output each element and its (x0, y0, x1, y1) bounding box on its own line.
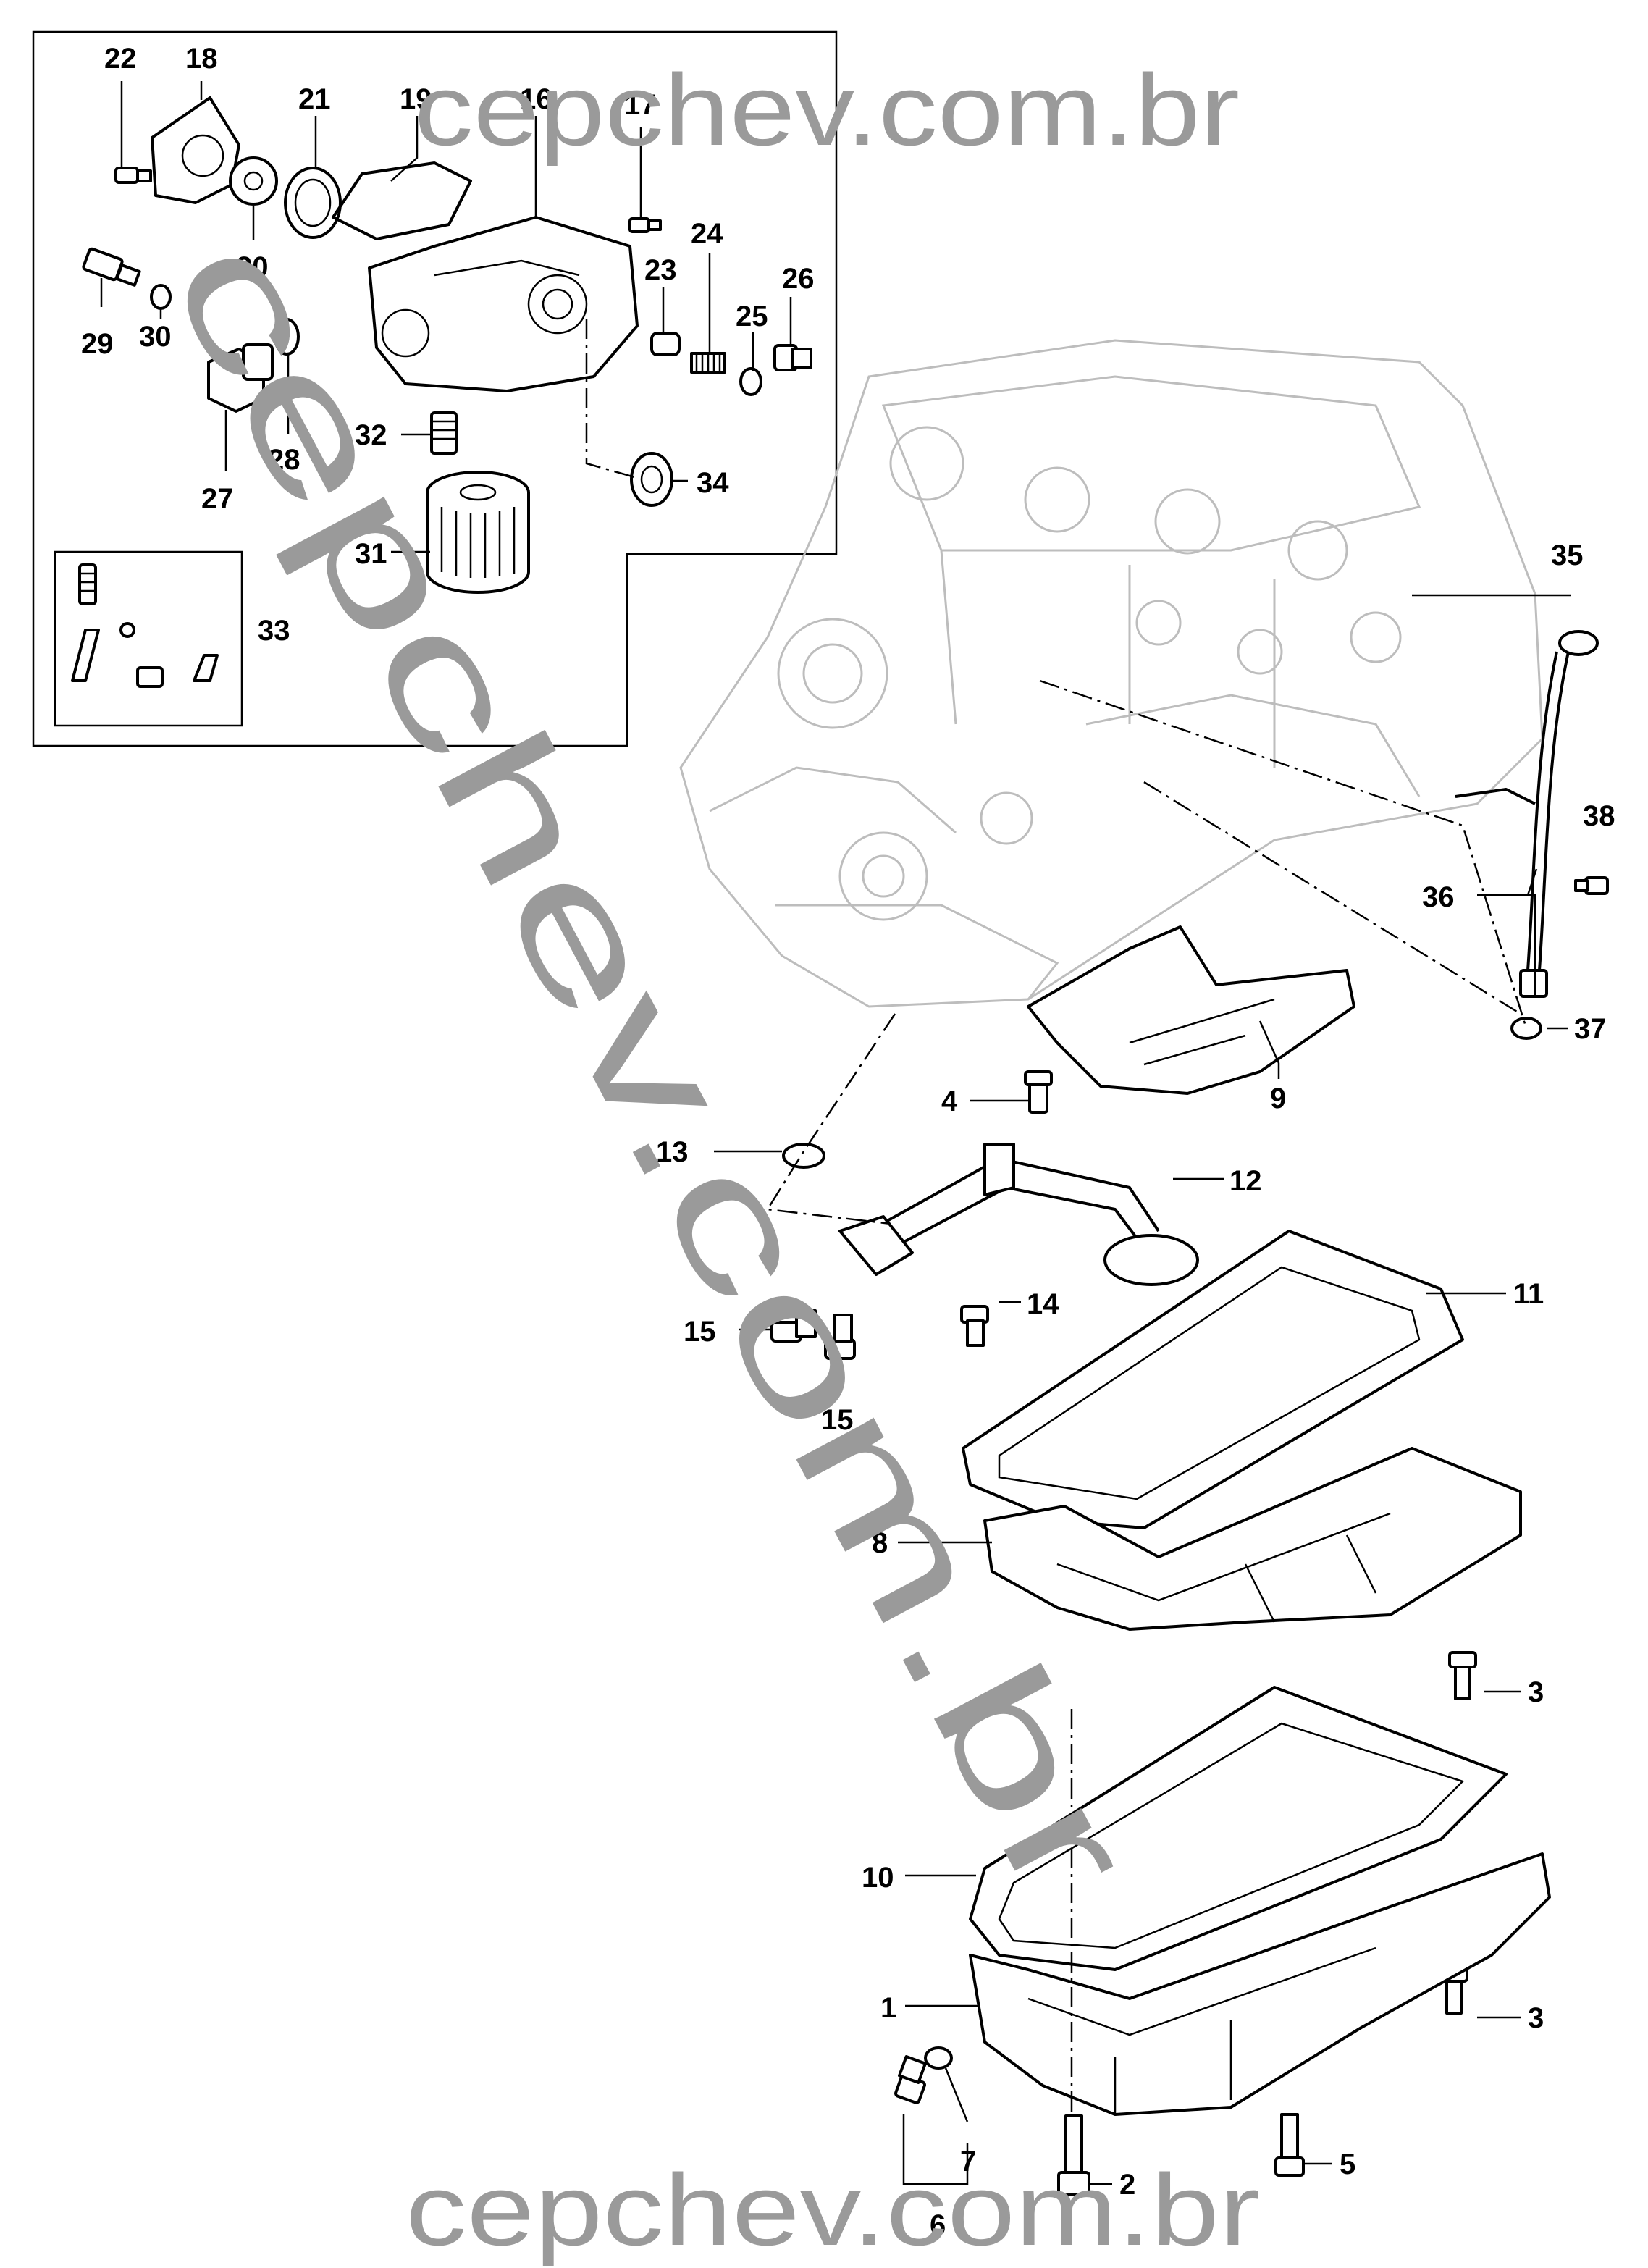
callout-4: 4 (941, 1085, 958, 1117)
dipstick-35-36 (1455, 630, 1599, 998)
seal-ring-21 (284, 167, 342, 239)
callout-15b: 15 (821, 1404, 854, 1436)
callout-18: 18 (185, 43, 218, 75)
upper-oil-pan-ribs (1056, 1512, 1391, 1623)
bolt-3-top (1448, 1651, 1477, 1700)
baffle-plate-9 (1027, 925, 1355, 1095)
seal-ring-inner (294, 178, 332, 227)
callout-labels: 1 2 3 3 4 5 6 7 8 9 10 11 12 13 14 15 15… (81, 43, 1615, 2241)
spring-24 (690, 352, 726, 374)
stud-32 (430, 411, 458, 455)
bolt-2 (1057, 2114, 1090, 2196)
piston-23 (650, 332, 681, 356)
callout-29: 29 (81, 328, 114, 360)
callout-7: 7 (960, 2146, 976, 2177)
callout-11: 11 (1513, 1278, 1544, 1310)
oil-filter-31 (426, 471, 530, 594)
callout-17: 17 (624, 89, 657, 121)
callout-3a: 3 (1528, 1676, 1544, 1708)
oil-pump-inset-frame (32, 30, 838, 747)
gasket-19 (332, 161, 472, 240)
bolt-15b (824, 1314, 856, 1360)
watermark-top: cepchev.com.br (414, 53, 1240, 167)
callout-2: 2 (1119, 2169, 1135, 2201)
cover-plate-18 (151, 96, 240, 204)
callout-23: 23 (644, 254, 677, 286)
cover-plate-hole (181, 134, 224, 177)
callout-27: 27 (201, 483, 234, 515)
callout-16: 16 (520, 83, 552, 115)
bolt-4 (1024, 1070, 1053, 1114)
seal-34-inner (640, 465, 663, 494)
plug-27 (207, 343, 274, 413)
callout-15a: 15 (684, 1316, 716, 1348)
sprocket-20 (229, 156, 278, 206)
drain-plug-6 (894, 2055, 927, 2104)
callout-1: 1 (880, 1992, 896, 2024)
bolt-17 (628, 217, 662, 233)
bolt-14 (960, 1305, 989, 1347)
callout-12: 12 (1229, 1165, 1262, 1197)
alignment-lines (585, 319, 1528, 2114)
bolt-15a (770, 1309, 817, 1343)
callout-13: 13 (656, 1136, 689, 1168)
callout-10: 10 (862, 1862, 894, 1894)
repair-kit-33-contents (71, 563, 219, 688)
oil-pump-body-16 (368, 216, 639, 392)
callout-30: 30 (139, 321, 172, 353)
gasket-11-inner (998, 1266, 1421, 1500)
callout-34: 34 (697, 467, 729, 499)
bolt-38 (1574, 876, 1609, 895)
callout-20: 20 (236, 251, 269, 283)
callout-5: 5 (1340, 2149, 1355, 2180)
washer-25 (739, 367, 762, 396)
sprocket-hub (243, 171, 264, 191)
repair-kit-box (54, 550, 243, 727)
o-ring-37 (1510, 1017, 1542, 1040)
callout-28: 28 (268, 444, 300, 476)
callout-24: 24 (691, 218, 723, 250)
seal-34 (630, 452, 673, 507)
callout-9: 9 (1270, 1083, 1286, 1114)
gasket-10 (969, 1686, 1508, 1971)
callout-26: 26 (782, 263, 815, 295)
gasket-11 (962, 1230, 1464, 1529)
washer-7 (924, 2046, 953, 2070)
plug-26 (773, 344, 812, 371)
watermark-bottom: cepchev.com.br (405, 2153, 1260, 2267)
leader-lines (100, 81, 1571, 2185)
callout-6: 6 (930, 2209, 946, 2241)
bolt-5 (1274, 2113, 1305, 2177)
engine-block-ghost (679, 339, 1544, 1008)
callout-19: 19 (400, 83, 432, 115)
oil-pickup-tube-12 (838, 1143, 1199, 1286)
upper-oil-pan-8 (983, 1447, 1522, 1631)
gasket-10-inner (998, 1722, 1465, 1949)
callout-35: 35 (1551, 539, 1584, 571)
callout-38: 38 (1583, 800, 1615, 832)
callout-14: 14 (1027, 1288, 1059, 1320)
callout-22: 22 (104, 43, 137, 75)
callout-8: 8 (872, 1527, 888, 1559)
callout-25: 25 (736, 301, 768, 332)
baffle-slots (1129, 998, 1275, 1066)
callout-33: 33 (258, 615, 290, 647)
lower-oil-pan-1 (969, 1852, 1551, 2116)
callout-31: 31 (355, 538, 387, 570)
lower-oil-pan-ribs (1027, 1946, 1376, 2114)
bolt-22 (114, 167, 152, 184)
callout-21: 21 (298, 83, 331, 115)
callout-37: 37 (1574, 1013, 1607, 1045)
o-ring-13 (782, 1143, 825, 1169)
callout-32: 32 (355, 419, 387, 451)
callout-3b: 3 (1528, 2002, 1544, 2034)
callout-36: 36 (1422, 881, 1455, 913)
washer-28 (274, 318, 300, 356)
oil-pressure-sensor-29 (82, 247, 141, 287)
